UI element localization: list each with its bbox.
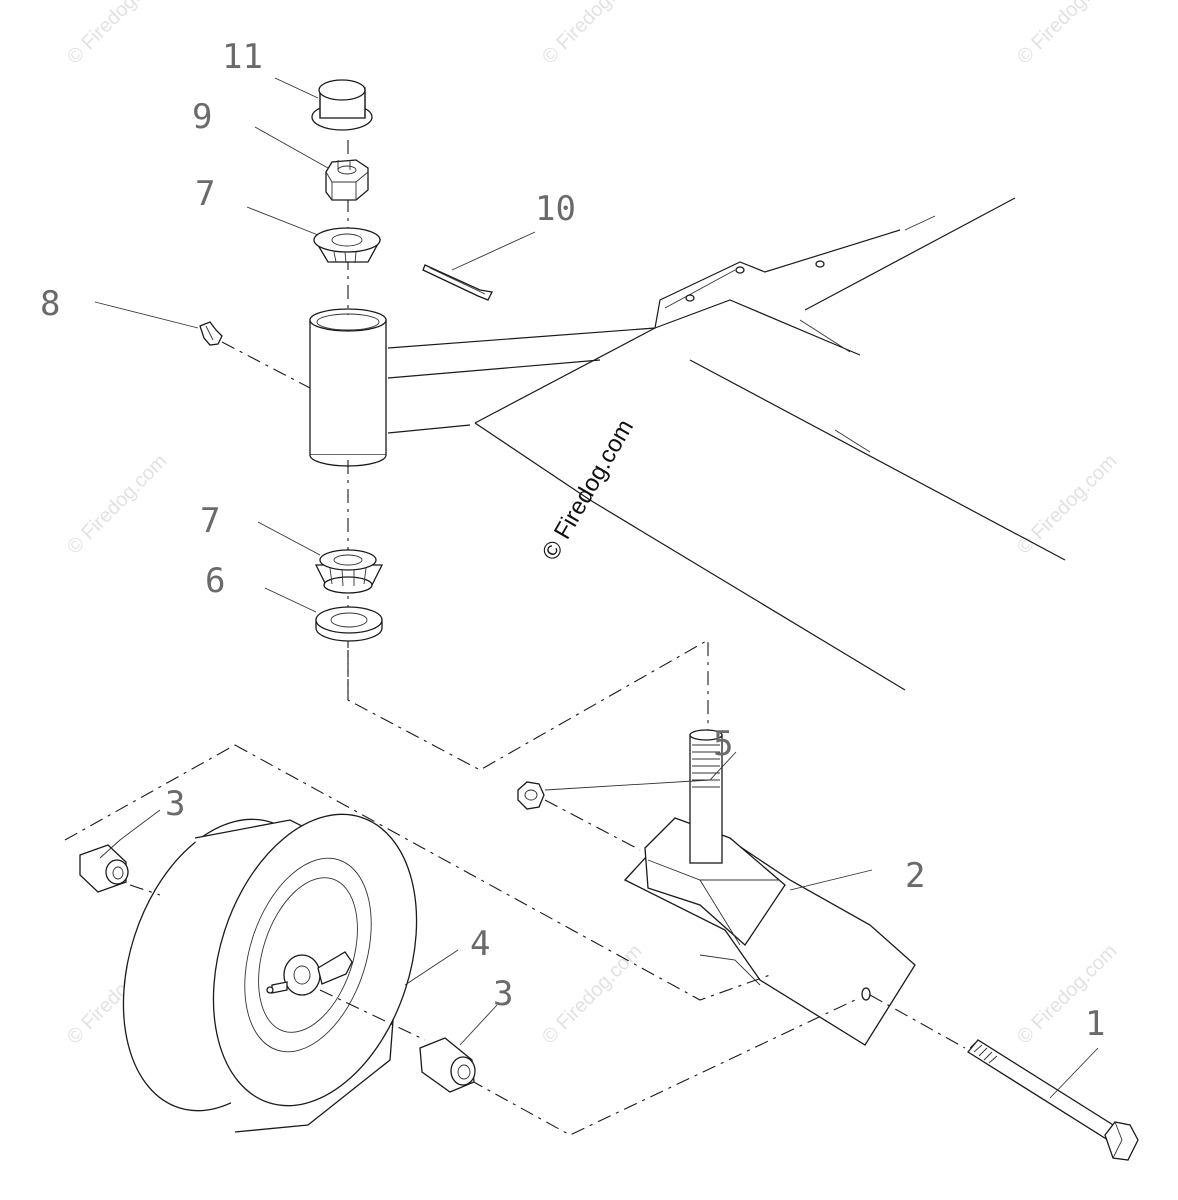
frame-hole <box>735 266 745 274</box>
axis-wheel-2 <box>319 989 426 1041</box>
callouts: 11 9 7 10 8 7 6 5 3 2 4 3 1 <box>40 37 1105 1044</box>
frame-hole <box>815 260 825 268</box>
deck-frame <box>387 197 1066 691</box>
caster-fork <box>623 817 916 1046</box>
axis-bolt <box>869 994 966 1049</box>
bushing-upper <box>79 844 129 893</box>
dust-cap <box>311 79 373 131</box>
axis-nut <box>544 799 641 851</box>
hex-nut <box>517 781 545 810</box>
callout-3-upper: 3 <box>165 784 185 824</box>
axis-grease <box>221 341 311 389</box>
rim-inner <box>258 877 358 1033</box>
bushing-lower <box>419 1037 476 1093</box>
tire-front <box>212 813 418 1107</box>
fork-axle-hole <box>861 987 871 1001</box>
cotter-pin <box>422 264 493 301</box>
callout-3-lower: 3 <box>493 974 513 1014</box>
castle-nut <box>325 159 369 201</box>
frame-hole <box>685 294 695 302</box>
callout-7-lower: 7 <box>200 501 220 541</box>
fork-stud <box>689 729 723 864</box>
callout-2: 2 <box>905 856 925 896</box>
callout-11: 11 <box>222 37 263 77</box>
watermark-tile: © Firedog.com <box>1013 0 1122 69</box>
callout-4: 4 <box>470 924 490 964</box>
watermark-tile: © Firedog.com <box>1013 450 1122 559</box>
callout-7-upper: 7 <box>195 174 215 214</box>
grease-fitting <box>199 321 223 346</box>
axis-wheel-front <box>64 744 236 841</box>
callout-1: 1 <box>1085 1004 1105 1044</box>
rim-outer <box>244 857 372 1053</box>
leader-lines <box>94 77 1099 1099</box>
spindle-tube <box>309 308 387 467</box>
axis-wheel-rear <box>234 744 771 1001</box>
callout-5: 5 <box>713 724 733 764</box>
callout-8: 8 <box>40 284 60 324</box>
wheel-hub <box>266 951 353 996</box>
callout-9: 9 <box>192 97 212 137</box>
axle-bolt <box>967 1039 1139 1161</box>
axis-wheel <box>129 884 161 896</box>
bearing-lower <box>314 549 384 594</box>
bearing-upper <box>313 227 382 264</box>
watermark-tile: © Firedog.com <box>538 940 647 1049</box>
wheel-assembly <box>64 744 856 1136</box>
bearing-cup <box>315 606 383 642</box>
watermark-tile: © Firedog.com <box>63 0 172 69</box>
callout-10: 10 <box>535 189 576 229</box>
axis-to-stud <box>347 639 709 771</box>
watermark-tile: © Firedog.com <box>63 450 172 559</box>
watermark-center: © Firedog.com <box>537 415 639 565</box>
axis-wheel-lower <box>469 999 856 1136</box>
watermark-tile: © Firedog.com <box>538 0 647 69</box>
callout-6: 6 <box>205 561 225 601</box>
